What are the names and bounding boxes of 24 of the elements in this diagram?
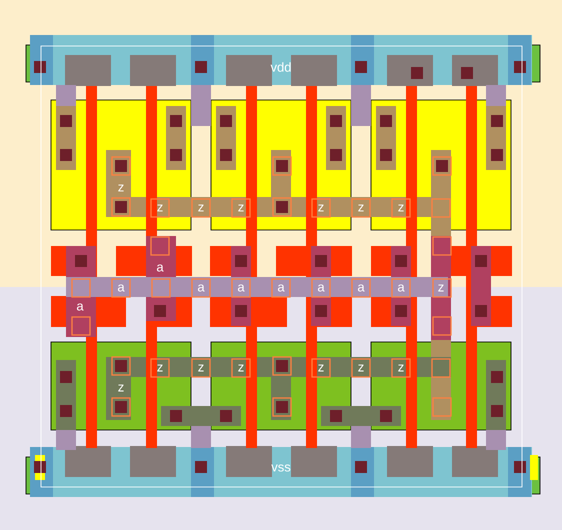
net-label: a: [76, 303, 84, 311]
net-label: a: [238, 284, 245, 292]
net-label: a: [118, 284, 125, 292]
net-label: z: [238, 364, 244, 372]
net-label: a: [398, 284, 405, 292]
net-label: a: [358, 284, 365, 292]
net-label: a: [278, 284, 285, 292]
net-label: z: [398, 204, 404, 212]
net-label: z: [358, 204, 364, 212]
net-label: z: [358, 364, 364, 372]
net-label: a: [318, 284, 325, 292]
net-label: z: [118, 384, 124, 392]
net-label: a: [198, 284, 205, 292]
net-label: z: [438, 284, 444, 292]
net-label: z: [318, 204, 324, 212]
net-label: z: [398, 364, 404, 372]
net-label: z: [318, 364, 324, 372]
net-label: a: [156, 264, 164, 272]
net-label: z: [157, 364, 163, 372]
net-label: z: [238, 204, 244, 212]
net-label: z: [198, 364, 204, 372]
net-label: z: [157, 204, 163, 212]
net-label: z: [198, 204, 204, 212]
net-label: z: [118, 184, 124, 192]
